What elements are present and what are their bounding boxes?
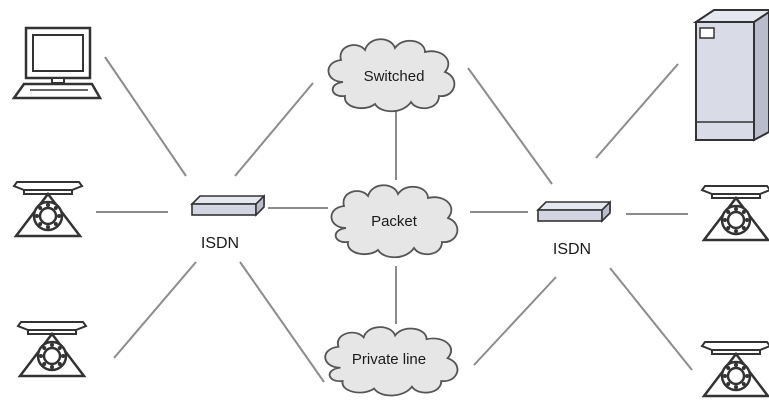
link-private-line-isdn-right: [473, 276, 557, 366]
link-isdn-left-switched: [234, 82, 314, 177]
telephone-icon: [12, 180, 84, 238]
packet-network-label: Packet: [371, 213, 418, 230]
telephone-icon: [16, 320, 88, 378]
computer-icon: [11, 26, 103, 100]
telephone-icon: [700, 184, 769, 242]
telephone-icon: [700, 340, 769, 398]
link-phone2-isdn-left: [113, 261, 197, 359]
server-icon: [692, 9, 769, 142]
isdn-right-label: ISDN: [553, 241, 591, 258]
isdn-switch-icon: [537, 201, 611, 222]
switched-network-label: Switched: [364, 68, 425, 85]
isdn-left-label: ISDN: [201, 235, 239, 252]
isdn-switch-icon: [191, 195, 265, 216]
link-switched-isdn-right: [467, 67, 553, 185]
link-isdn-right-phone2: [609, 267, 693, 371]
private-line-network-label: Private line: [352, 351, 426, 368]
link-isdn-right-server: [595, 63, 679, 159]
link-computer-isdn-left: [104, 56, 187, 177]
link-isdn-left-private-line: [239, 261, 325, 383]
connection-lines: [96, 56, 693, 383]
